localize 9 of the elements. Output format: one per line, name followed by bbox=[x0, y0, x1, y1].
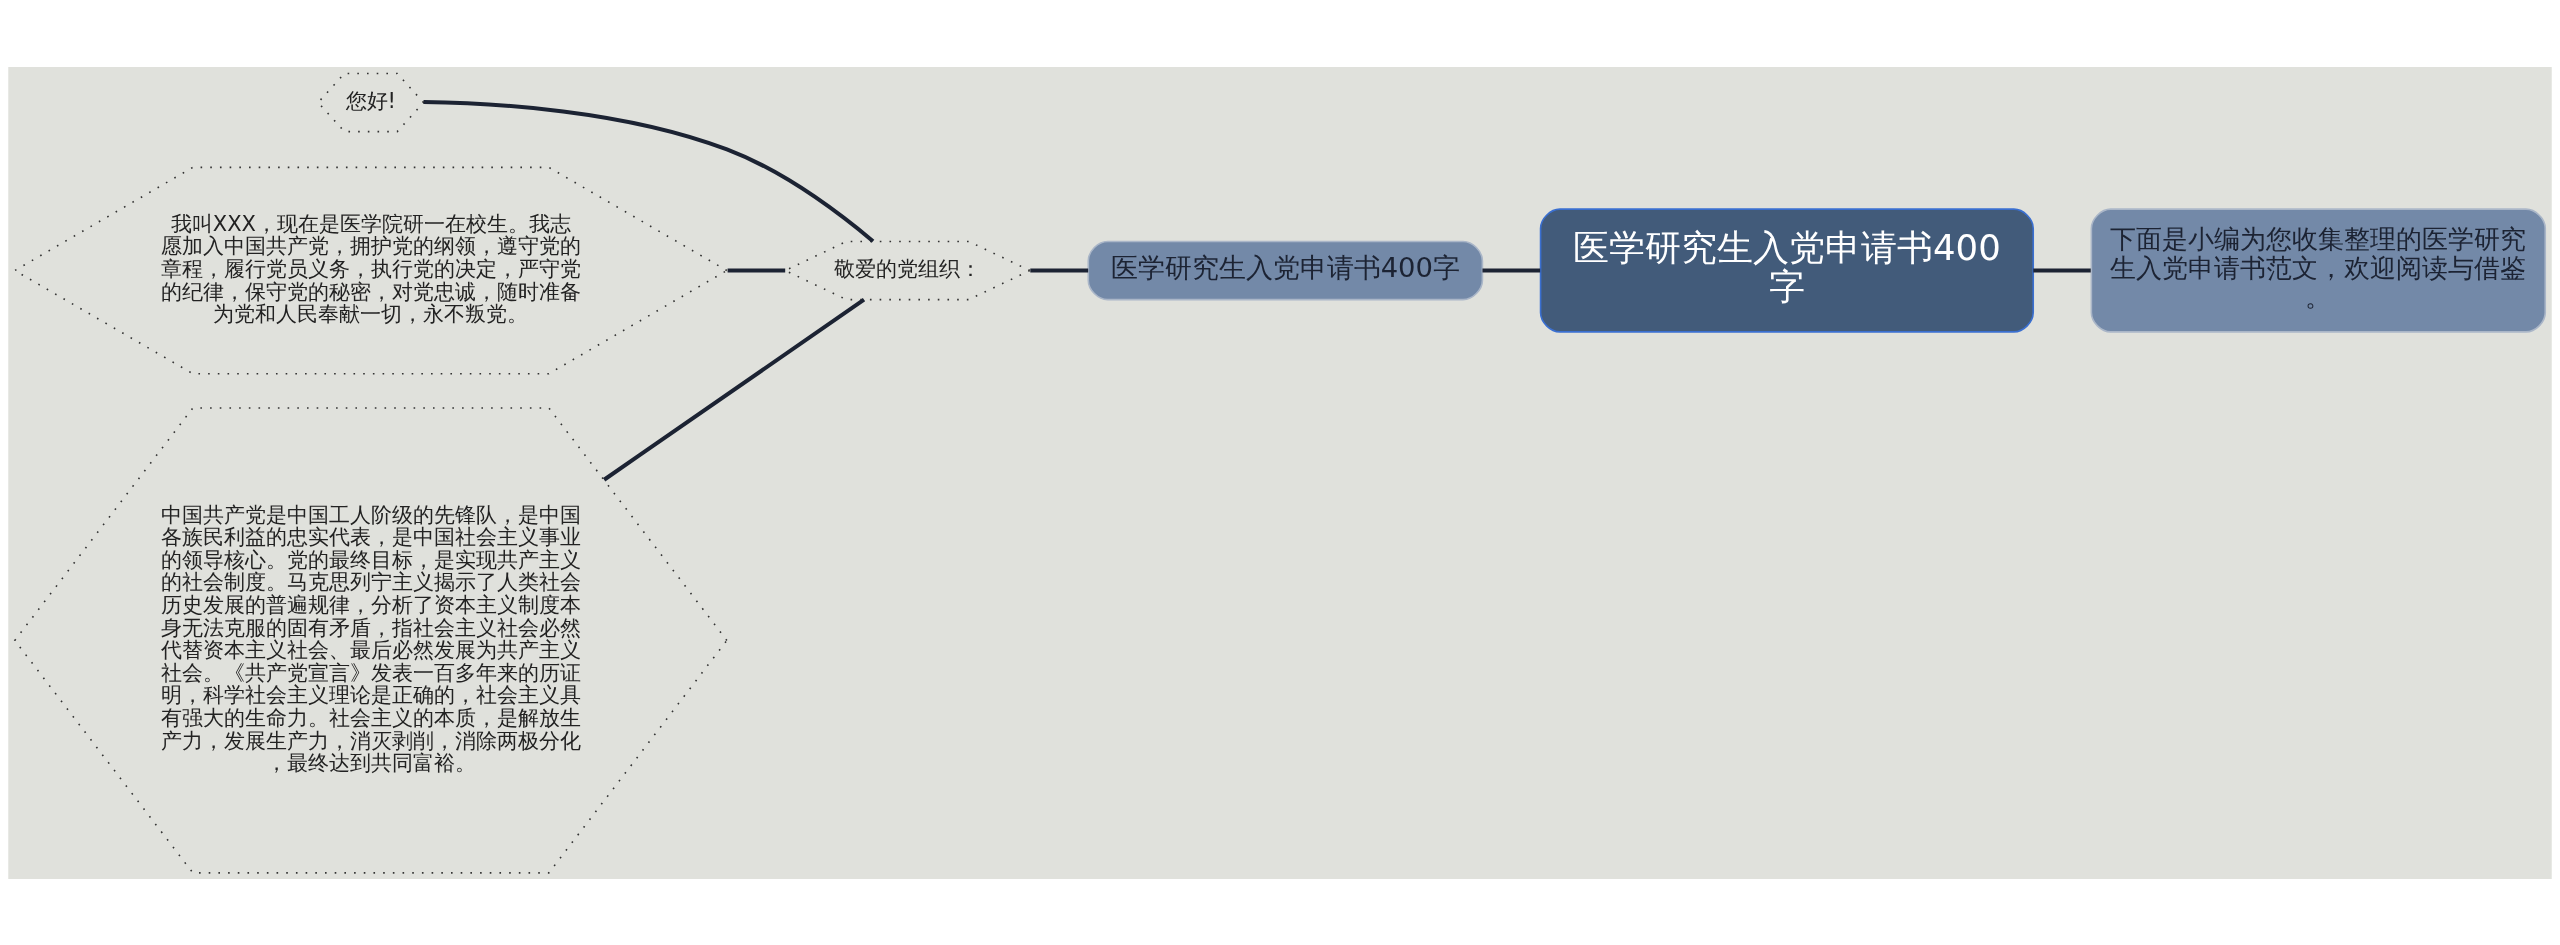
node-box: 医学研究生入党申请书400字 bbox=[1539, 207, 2035, 333]
connector bbox=[1482, 268, 1541, 273]
node-box: 医学研究生入党申请书400字 bbox=[1087, 240, 1484, 300]
connector bbox=[423, 99, 875, 243]
connector bbox=[1030, 268, 1089, 273]
node-box: 下面是小编为您收集整理的医学研究生入党申请书范文，欢迎阅读与借鉴。 bbox=[2090, 207, 2547, 333]
connector bbox=[727, 268, 786, 273]
connector bbox=[603, 297, 866, 481]
connector bbox=[2033, 268, 2091, 273]
